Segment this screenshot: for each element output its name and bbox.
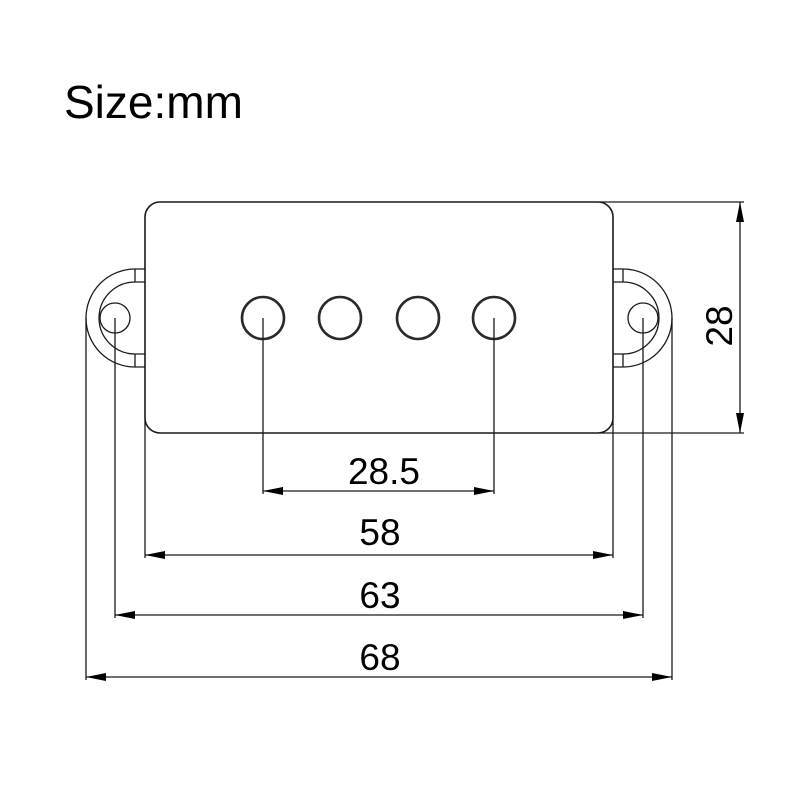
mount-hole-spacing-label: 63: [359, 575, 400, 616]
overall-width-label: 68: [359, 637, 400, 678]
pole-spacing-label: 28.5: [348, 451, 420, 492]
dimension-overall-width: 68: [86, 637, 672, 681]
pole-pieces: [240, 295, 517, 341]
drawing-title: Size:mm: [64, 76, 243, 128]
body-width-label: 58: [359, 512, 400, 553]
pole-piece-2: [317, 295, 363, 341]
pickup-body: [144, 201, 614, 434]
extension-lines: [85, 201, 744, 680]
dimension-pole-spacing: 28.5: [263, 451, 494, 495]
dimension-body-height: 28: [699, 202, 744, 433]
body-height-label: 28: [699, 305, 740, 346]
pole-piece-3: [395, 295, 441, 341]
dimension-mount-hole-spacing: 63: [115, 575, 643, 619]
dimension-body-width: 58: [145, 512, 613, 559]
